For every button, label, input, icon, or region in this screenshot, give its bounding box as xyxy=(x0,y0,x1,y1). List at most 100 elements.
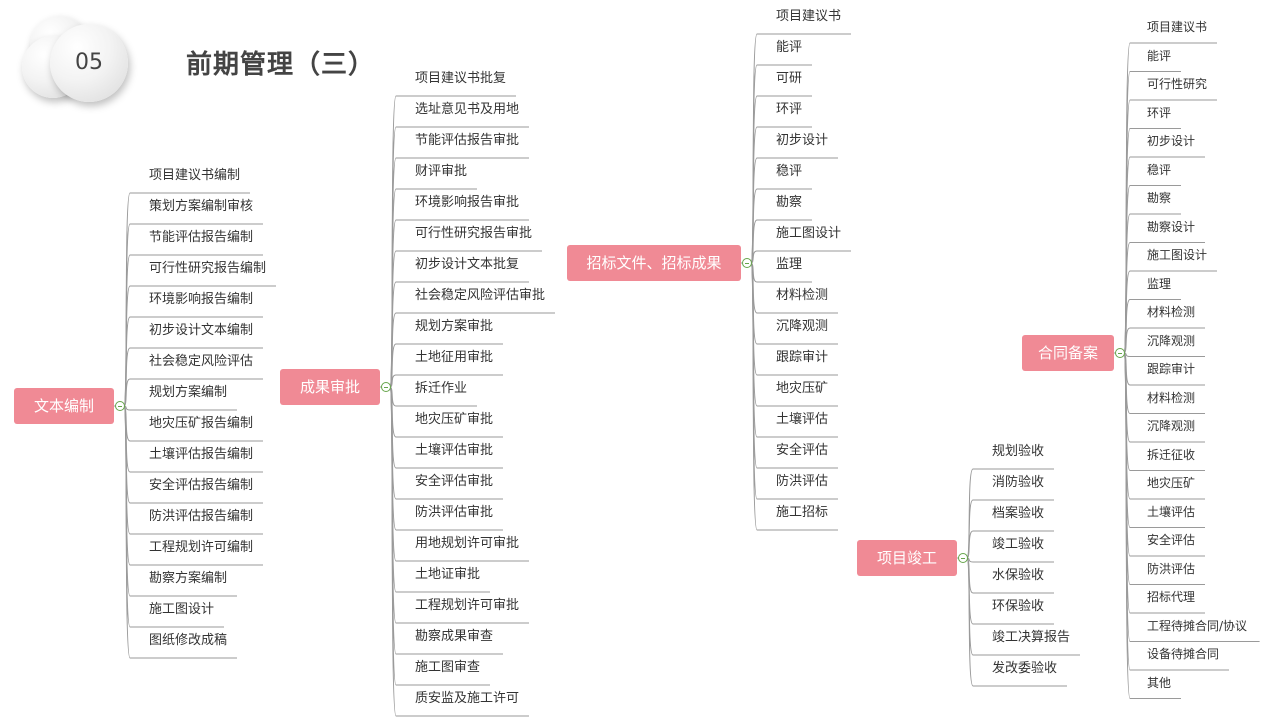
subtopic-chengguo-14[interactable]: 防洪评估审批 xyxy=(415,504,494,520)
subtopic-wenben-10[interactable]: 安全评估报告编制 xyxy=(149,477,254,493)
subtopic-hetong-10[interactable]: 材料检测 xyxy=(1147,305,1196,319)
subtopic-wenben-8[interactable]: 地灾压矿报告编制 xyxy=(149,415,254,431)
subtopic-chengguo-11[interactable]: 地灾压矿审批 xyxy=(415,411,494,427)
subtopic-hetong-18[interactable]: 安全评估 xyxy=(1147,533,1196,547)
subtopic-chengguo-7[interactable]: 社会稳定风险评估审批 xyxy=(415,287,546,303)
subtopic-chengguo-9[interactable]: 土地征用审批 xyxy=(415,349,494,365)
subtopic-hetong-3[interactable]: 环评 xyxy=(1147,105,1172,120)
subtopic-zhaobiao-12[interactable]: 地灾压矿 xyxy=(776,380,829,396)
subtopic-chengguo-18[interactable]: 勘察成果审查 xyxy=(415,628,494,644)
subtopic-chengguo-13[interactable]: 安全评估审批 xyxy=(415,473,494,489)
subtopic-hetong-20[interactable]: 招标代理 xyxy=(1147,590,1196,604)
topic-jungong[interactable]: 项目竣工 xyxy=(857,540,957,576)
subtopic-hetong-5[interactable]: 稳评 xyxy=(1147,162,1172,177)
collapse-toggle-icon[interactable] xyxy=(958,553,968,563)
subtopic-chengguo-1[interactable]: 选址意见书及用地 xyxy=(415,101,520,117)
subtopic-wenben-3[interactable]: 可行性研究报告编制 xyxy=(149,260,267,276)
subtopic-hetong-13[interactable]: 材料检测 xyxy=(1147,390,1196,405)
collapse-toggle-icon[interactable] xyxy=(1115,348,1125,358)
subtopic-chengguo-15[interactable]: 用地规划许可审批 xyxy=(415,535,520,551)
subtopic-hetong-9[interactable]: 监理 xyxy=(1147,276,1172,291)
collapse-toggle-icon[interactable] xyxy=(381,382,391,392)
topic-wenben[interactable]: 文本编制 xyxy=(14,388,114,424)
subtopic-jungong-6[interactable]: 竣工决算报告 xyxy=(992,629,1071,645)
subtopic-wenben-7[interactable]: 规划方案编制 xyxy=(149,384,228,400)
subtopic-chengguo-17[interactable]: 工程规划许可审批 xyxy=(415,597,520,613)
subtopic-chengguo-19[interactable]: 施工图审查 xyxy=(415,659,481,675)
subtopic-hetong-17[interactable]: 土壤评估 xyxy=(1147,504,1196,519)
subtopic-wenben-0[interactable]: 项目建议书编制 xyxy=(149,167,241,183)
subtopic-hetong-2[interactable]: 可行性研究 xyxy=(1147,77,1208,91)
subtopic-chengguo-8[interactable]: 规划方案审批 xyxy=(415,318,494,334)
topic-chengguo[interactable]: 成果审批 xyxy=(280,369,380,405)
branch-line xyxy=(966,557,1067,687)
subtopic-zhaobiao-4[interactable]: 初步设计 xyxy=(776,132,829,148)
topic-zhaobiao[interactable]: 招标文件、招标成果 xyxy=(567,245,741,281)
subtopic-zhaobiao-7[interactable]: 施工图设计 xyxy=(776,225,842,241)
branch-line xyxy=(1123,352,1205,528)
subtopic-chengguo-20[interactable]: 质安监及施工许可 xyxy=(415,690,520,706)
subtopic-zhaobiao-2[interactable]: 可研 xyxy=(776,70,803,86)
subtopic-zhaobiao-8[interactable]: 监理 xyxy=(776,256,803,272)
subtopic-wenben-9[interactable]: 土壤评估报告编制 xyxy=(149,446,254,462)
subtopic-wenben-6[interactable]: 社会稳定风险评估 xyxy=(149,353,254,369)
subtopic-chengguo-10[interactable]: 拆迁作业 xyxy=(415,380,468,396)
subtopic-wenben-11[interactable]: 防洪评估报告编制 xyxy=(149,508,254,524)
subtopic-zhaobiao-11[interactable]: 跟踪审计 xyxy=(776,349,829,365)
topic-hetong[interactable]: 合同备案 xyxy=(1022,335,1114,371)
subtopic-hetong-6[interactable]: 勘察 xyxy=(1147,191,1172,205)
subtopic-hetong-19[interactable]: 防洪评估 xyxy=(1147,561,1196,576)
subtopic-zhaobiao-5[interactable]: 稳评 xyxy=(776,163,803,179)
subtopic-wenben-13[interactable]: 勘察方案编制 xyxy=(149,570,228,586)
subtopic-wenben-15[interactable]: 图纸修改成稿 xyxy=(149,632,228,648)
subtopic-wenben-4[interactable]: 环境影响报告编制 xyxy=(149,291,254,307)
subtopic-chengguo-5[interactable]: 可行性研究报告审批 xyxy=(415,225,533,241)
subtopic-wenben-12[interactable]: 工程规划许可编制 xyxy=(149,539,254,555)
subtopic-hetong-1[interactable]: 能评 xyxy=(1147,48,1172,63)
subtopic-hetong-8[interactable]: 施工图设计 xyxy=(1147,248,1208,262)
subtopic-hetong-23[interactable]: 其他 xyxy=(1147,675,1172,690)
subtopic-zhaobiao-0[interactable]: 项目建议书 xyxy=(776,8,842,24)
subtopic-jungong-7[interactable]: 发改委验收 xyxy=(992,660,1058,676)
subtopic-jungong-1[interactable]: 消防验收 xyxy=(992,474,1045,490)
subtopic-hetong-0[interactable]: 项目建议书 xyxy=(1147,20,1208,34)
subtopic-chengguo-0[interactable]: 项目建议书批复 xyxy=(415,70,507,86)
subtopic-zhaobiao-10[interactable]: 沉降观测 xyxy=(776,318,829,334)
subtopic-hetong-7[interactable]: 勘察设计 xyxy=(1147,219,1196,234)
branch-line xyxy=(123,405,237,597)
subtopic-wenben-14[interactable]: 施工图设计 xyxy=(149,601,215,617)
subtopic-zhaobiao-9[interactable]: 材料检测 xyxy=(776,287,829,303)
subtopic-zhaobiao-6[interactable]: 勘察 xyxy=(776,194,803,210)
subtopic-jungong-0[interactable]: 规划验收 xyxy=(992,443,1045,459)
subtopic-zhaobiao-15[interactable]: 防洪评估 xyxy=(776,473,829,489)
subtopic-hetong-16[interactable]: 地灾压矿 xyxy=(1147,476,1196,490)
subtopic-chengguo-2[interactable]: 节能评估报告审批 xyxy=(415,132,520,148)
subtopic-zhaobiao-14[interactable]: 安全评估 xyxy=(776,442,829,458)
collapse-toggle-icon[interactable] xyxy=(742,258,752,268)
subtopic-chengguo-3[interactable]: 财评审批 xyxy=(415,163,468,179)
subtopic-wenben-5[interactable]: 初步设计文本编制 xyxy=(149,322,254,338)
subtopic-chengguo-4[interactable]: 环境影响报告审批 xyxy=(415,194,520,210)
subtopic-jungong-3[interactable]: 竣工验收 xyxy=(992,536,1045,552)
subtopic-wenben-1[interactable]: 策划方案编制审核 xyxy=(149,198,254,214)
subtopic-hetong-4[interactable]: 初步设计 xyxy=(1147,134,1196,148)
subtopic-hetong-15[interactable]: 拆迁征收 xyxy=(1147,447,1196,462)
subtopic-chengguo-6[interactable]: 初步设计文本批复 xyxy=(415,256,520,272)
subtopic-jungong-4[interactable]: 水保验收 xyxy=(992,567,1045,583)
subtopic-hetong-21[interactable]: 工程待摊合同/协议 xyxy=(1147,618,1248,633)
subtopic-jungong-2[interactable]: 档案验收 xyxy=(992,505,1045,521)
subtopic-chengguo-16[interactable]: 土地证审批 xyxy=(415,566,481,582)
branch-line xyxy=(123,405,237,659)
subtopic-hetong-11[interactable]: 沉降观测 xyxy=(1147,333,1196,348)
subtopic-zhaobiao-3[interactable]: 环评 xyxy=(776,101,803,117)
subtopic-zhaobiao-16[interactable]: 施工招标 xyxy=(776,504,829,520)
subtopic-hetong-12[interactable]: 跟踪审计 xyxy=(1147,362,1196,376)
subtopic-wenben-2[interactable]: 节能评估报告编制 xyxy=(149,229,254,245)
subtopic-hetong-22[interactable]: 设备待摊合同 xyxy=(1147,647,1220,661)
subtopic-zhaobiao-13[interactable]: 土壤评估 xyxy=(776,411,829,427)
subtopic-chengguo-12[interactable]: 土壤评估审批 xyxy=(415,442,494,458)
collapse-toggle-icon[interactable] xyxy=(115,401,125,411)
subtopic-zhaobiao-1[interactable]: 能评 xyxy=(776,39,803,55)
subtopic-hetong-14[interactable]: 沉降观测 xyxy=(1147,419,1196,433)
subtopic-jungong-5[interactable]: 环保验收 xyxy=(992,598,1045,614)
